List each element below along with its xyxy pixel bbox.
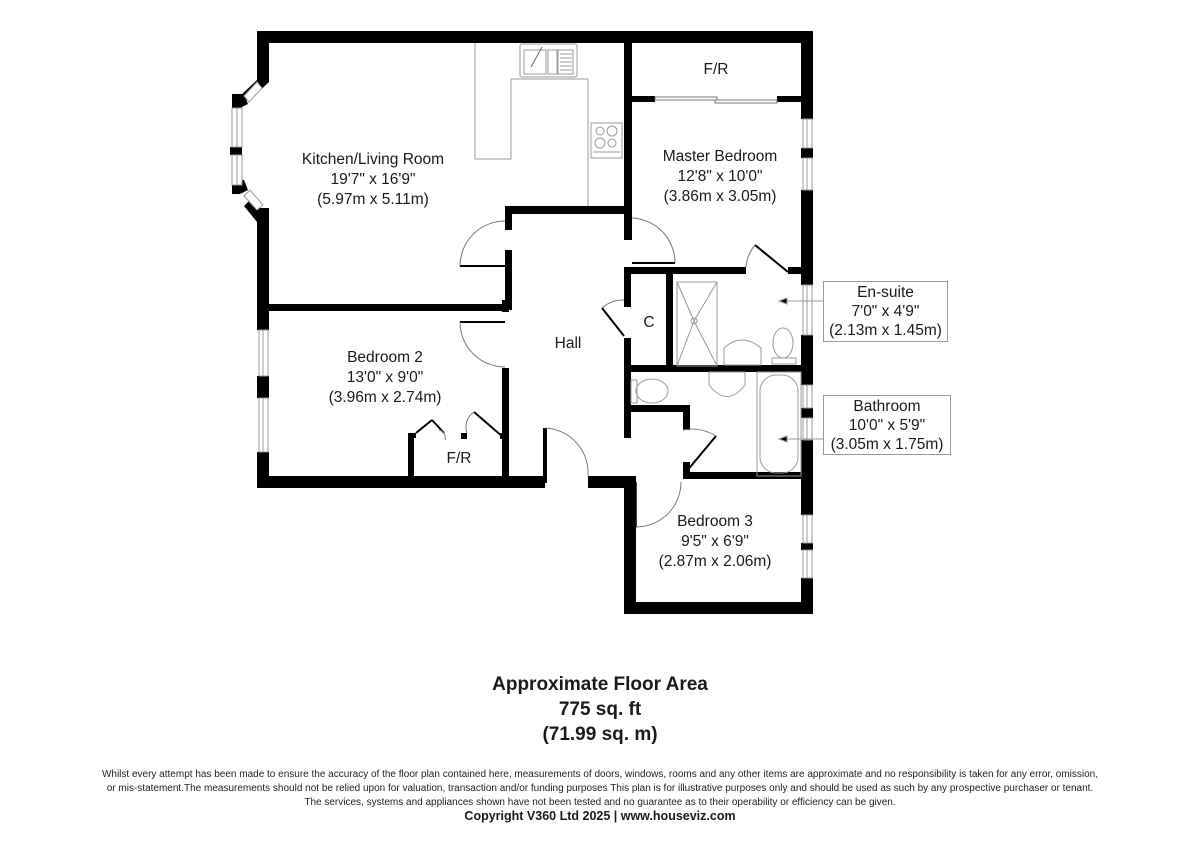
- room-name: F/R: [703, 61, 729, 78]
- floor-area-summary: Approximate Floor Area 775 sq. ft (71.99…: [0, 672, 1200, 747]
- room-dimensions-imperial: 7'0" x 4'9": [851, 303, 920, 320]
- room-name: C: [643, 314, 655, 331]
- room-dimensions-imperial: 19'7" x 16'9": [330, 171, 416, 188]
- basin-icon: [708, 371, 746, 397]
- disclaimer: Whilst every attempt has been made to en…: [0, 768, 1200, 810]
- floor-area-title: Approximate Floor Area: [492, 674, 708, 695]
- callout-bathroom: Bathroom 10'0" x 5'9" (3.05m x 1.75m): [823, 395, 951, 455]
- room-name: Hall: [554, 335, 582, 352]
- room-name: Bedroom 2: [347, 349, 423, 366]
- shower-icon: [676, 281, 718, 367]
- disclaimer-line-2: or mis-statement.The measurements should…: [106, 783, 1094, 794]
- room-name: Master Bedroom: [662, 148, 778, 165]
- bath-icon: [759, 374, 799, 474]
- room-master-wardrobe: F/R: [704, 60, 729, 80]
- room-dimensions-imperial: 12'8" x 10'0": [677, 168, 763, 185]
- toilet-icon: [772, 327, 794, 359]
- room-dimensions-metric: (5.97m x 5.11m): [317, 191, 429, 208]
- floor-area-sqft: 775 sq. ft: [558, 699, 642, 720]
- room-name: Kitchen/Living Room: [301, 151, 445, 168]
- room-dimensions-metric: (3.05m x 1.75m): [830, 436, 944, 453]
- disclaimer-line-1: Whilst every attempt has been made to en…: [101, 769, 1099, 780]
- room-name: En-suite: [857, 284, 914, 301]
- room-dimensions-imperial: 10'0" x 5'9": [848, 417, 926, 434]
- copyright: Copyright V360 Ltd 2025 | www.houseviz.c…: [464, 809, 736, 823]
- room-master-bedroom: Master Bedroom 12'8" x 10'0" (3.86m x 3.…: [663, 147, 778, 207]
- room-hall: Hall: [555, 334, 582, 354]
- callout-ensuite: En-suite 7'0" x 4'9" (2.13m x 1.45m): [823, 281, 948, 342]
- kitchen-sink-icon: [519, 43, 578, 78]
- room-bedroom-2: Bedroom 2 13'0" x 9'0" (3.96m x 2.74m): [329, 348, 442, 408]
- room-kitchen-living: Kitchen/Living Room 19'7" x 16'9" (5.97m…: [302, 150, 444, 210]
- room-name: Bathroom: [853, 398, 921, 415]
- hob-icon: [590, 122, 623, 159]
- room-name: Bedroom 3: [677, 513, 753, 530]
- room-cupboard: C: [643, 313, 654, 333]
- room-bedroom2-wardrobe: F/R: [447, 449, 472, 469]
- room-dimensions-imperial: 13'0" x 9'0": [346, 369, 424, 386]
- floor-area-sqm: (71.99 sq. m): [542, 724, 658, 745]
- windows: [231, 81, 813, 579]
- room-dimensions-metric: (2.87m x 2.06m): [658, 553, 772, 570]
- room-dimensions-imperial: 9'5" x 6'9": [681, 533, 749, 550]
- room-dimensions-metric: (2.13m x 1.45m): [829, 322, 942, 339]
- callout-pointers: [777, 297, 823, 443]
- room-dimensions-metric: (3.86m x 3.05m): [663, 188, 777, 205]
- toilet-icon: [635, 378, 669, 404]
- disclaimer-line-3: The services, systems and appliances sho…: [304, 797, 896, 808]
- walls: [230, 31, 813, 614]
- doors: [415, 96, 789, 528]
- fixtures: [474, 43, 802, 477]
- room-name: F/R: [446, 450, 472, 467]
- room-dimensions-metric: (3.96m x 2.74m): [328, 389, 442, 406]
- basin-icon: [723, 339, 762, 366]
- room-bedroom-3: Bedroom 3 9'5" x 6'9" (2.87m x 2.06m): [659, 512, 772, 572]
